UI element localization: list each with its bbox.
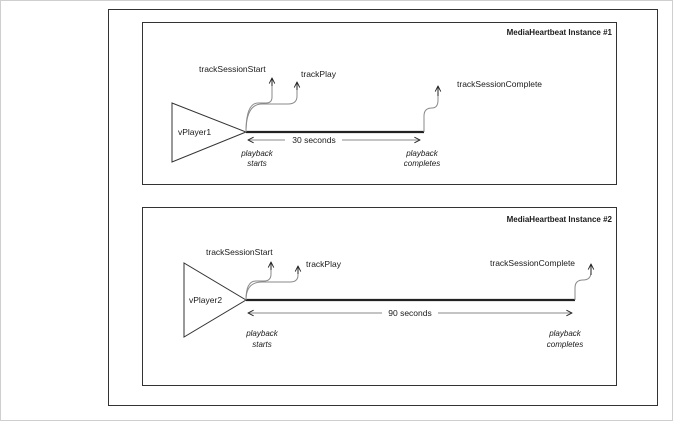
instance-2-group: MediaHeartbeat Instance #2 vPlayer2 trac… — [142, 207, 617, 386]
instance-1-box — [142, 22, 617, 185]
instance-2-box — [142, 207, 617, 386]
session-start-connector-2 — [245, 268, 272, 301]
play-connector-1 — [245, 88, 298, 133]
end-label-2b: completes — [547, 340, 583, 349]
player-1-triangle — [171, 102, 248, 163]
instance-1-group: MediaHeartbeat Instance #1 vPlayer1 trac… — [142, 22, 617, 185]
complete-connector-2 — [574, 271, 592, 300]
duration-label-2: 90 seconds — [388, 308, 431, 318]
session-start-label-1: trackSessionStart — [199, 64, 266, 74]
complete-label-1: trackSessionComplete — [457, 79, 542, 89]
instance-1-title: MediaHeartbeat Instance #1 — [507, 28, 613, 37]
end-label-1b: completes — [404, 159, 440, 168]
session-start-connector-1 — [245, 84, 273, 133]
start-label-2b: starts — [252, 340, 272, 349]
complete-connector-1 — [423, 94, 439, 132]
play-label-2: trackPlay — [306, 259, 342, 269]
end-label-2a: playback — [548, 329, 582, 338]
start-label-2a: playback — [245, 329, 279, 338]
play-label-1: trackPlay — [301, 69, 337, 79]
session-start-label-2: trackSessionStart — [206, 247, 273, 257]
player-2-label: vPlayer2 — [189, 295, 222, 305]
outer-container — [108, 9, 658, 406]
instance-2-title: MediaHeartbeat Instance #2 — [507, 215, 613, 224]
play-connector-2 — [245, 272, 299, 301]
complete-label-2: trackSessionComplete — [490, 258, 575, 268]
start-label-1b: starts — [247, 159, 267, 168]
duration-label-1: 30 seconds — [292, 135, 335, 145]
end-label-1a: playback — [405, 149, 439, 158]
start-label-1a: playback — [240, 149, 274, 158]
player-2-triangle — [183, 262, 247, 338]
player-1-label: vPlayer1 — [178, 127, 211, 137]
